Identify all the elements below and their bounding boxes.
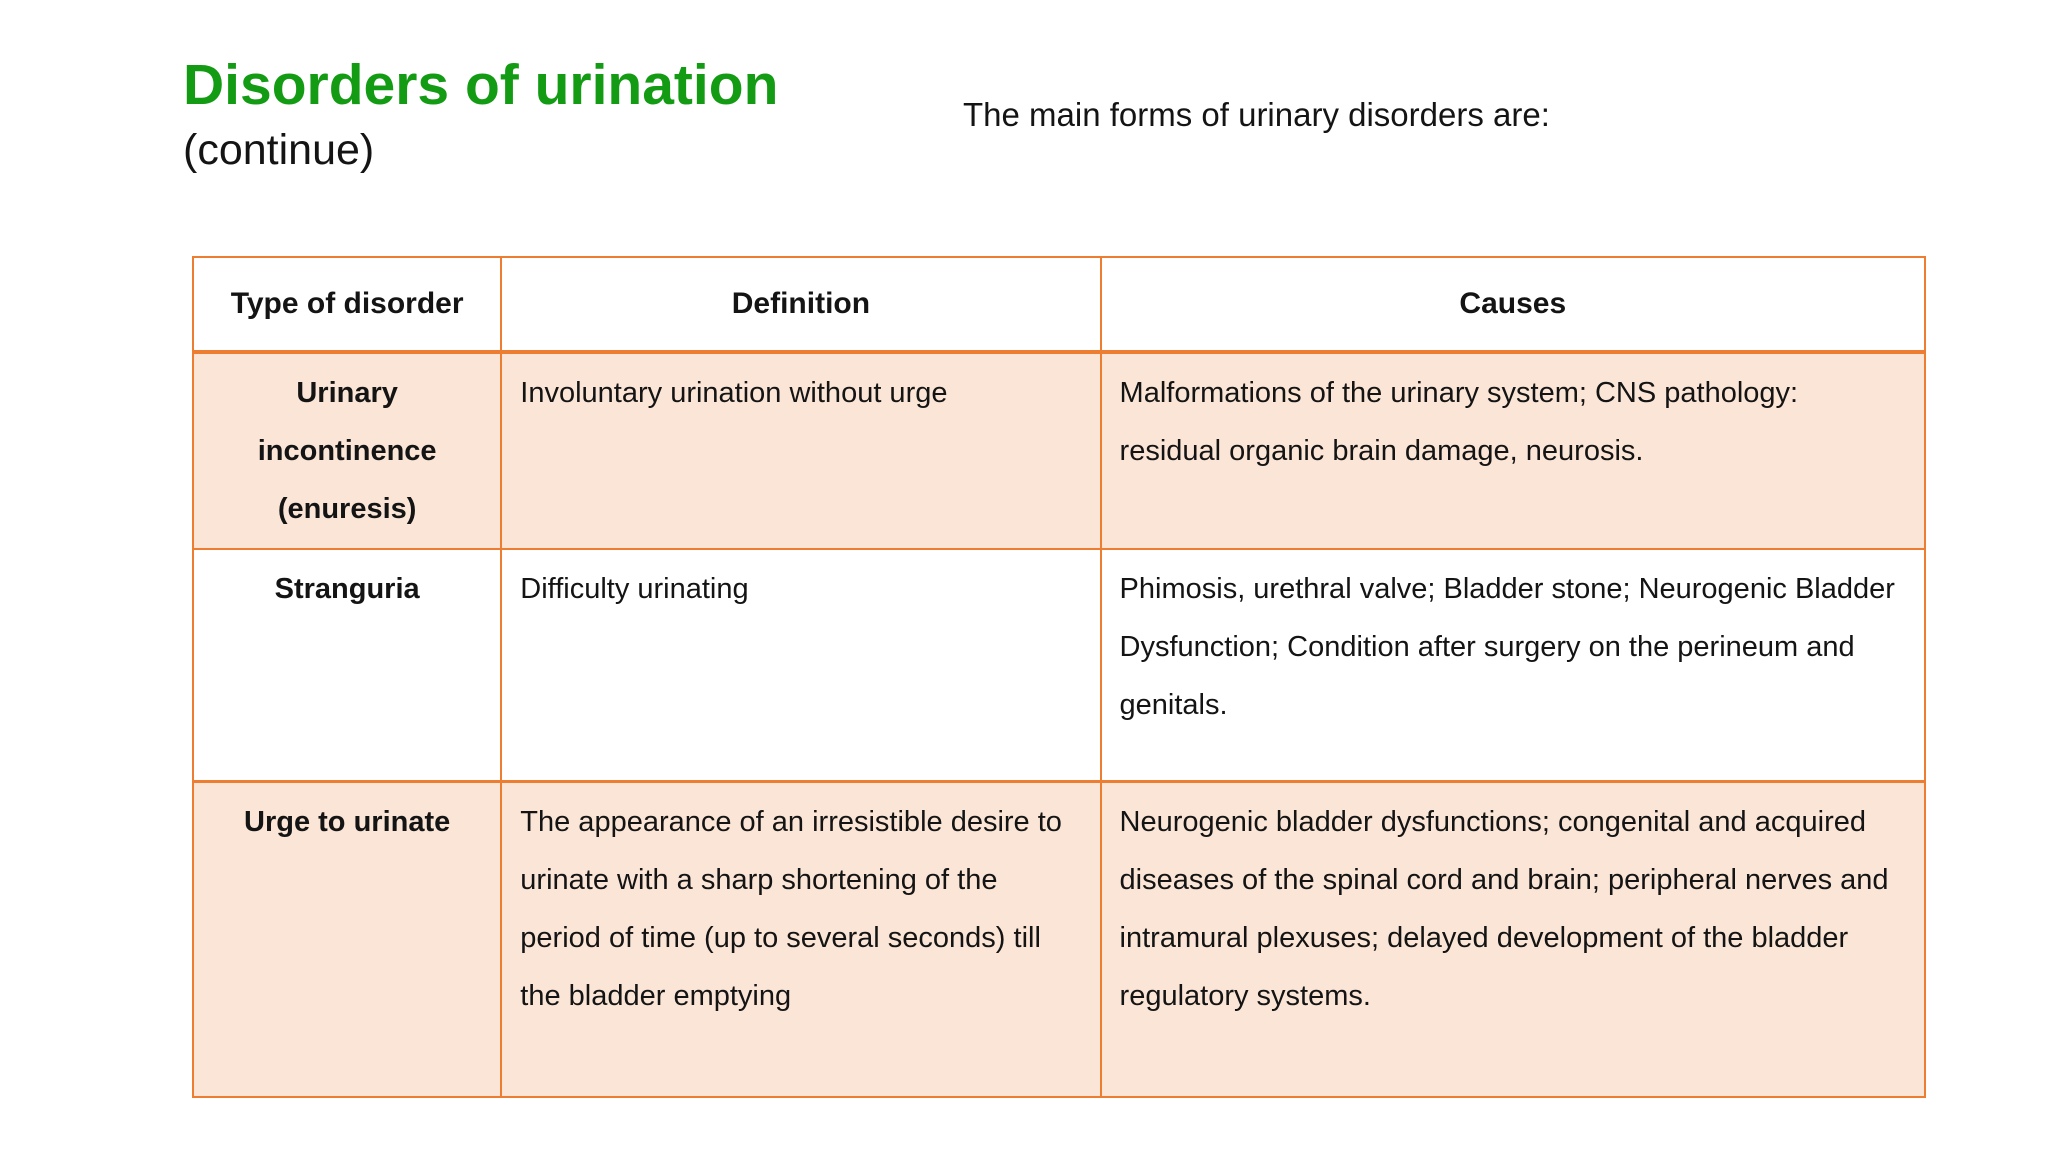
page-subtitle: (continue)	[183, 126, 375, 174]
table-row-urge-to-urinate: Urge to urinate The appearance of an irr…	[191, 779, 1927, 1098]
cell-disorder-type: Stranguria	[191, 548, 503, 782]
cell-definition: Difficulty urinating	[500, 548, 1102, 782]
cell-causes: Phimosis, urethral valve; Bladder stone;…	[1099, 548, 1927, 782]
title-block: Disorders of urination (continue)	[183, 52, 778, 178]
cell-causes: Neurogenic bladder dysfunctions; congeni…	[1099, 779, 1927, 1098]
cell-disorder-type: Urge to urinate	[191, 779, 503, 1098]
lead-text: The main forms of urinary disorders are:	[963, 96, 1550, 133]
column-header-definition: Definition	[500, 256, 1102, 354]
cell-definition: Involuntary urination without urge	[500, 351, 1102, 550]
disorders-table: Type of disorder Definition Causes Urina…	[191, 256, 1927, 1098]
table-row-stranguria: Stranguria Difficulty urinating Phimosis…	[191, 548, 1927, 782]
table-row-urinary-incontinence: Urinary incontinence (enuresis) Involunt…	[191, 351, 1927, 550]
table-header-row: Type of disorder Definition Causes	[191, 256, 1927, 354]
column-header-type-of-disorder: Type of disorder	[191, 256, 503, 354]
column-header-causes: Causes	[1099, 256, 1927, 354]
cell-causes: Malformations of the urinary system; CNS…	[1099, 351, 1927, 550]
page-title: Disorders of urination	[183, 53, 779, 117]
cell-definition: The appearance of an irresistible desire…	[500, 779, 1102, 1098]
cell-disorder-type: Urinary incontinence (enuresis)	[191, 351, 503, 550]
